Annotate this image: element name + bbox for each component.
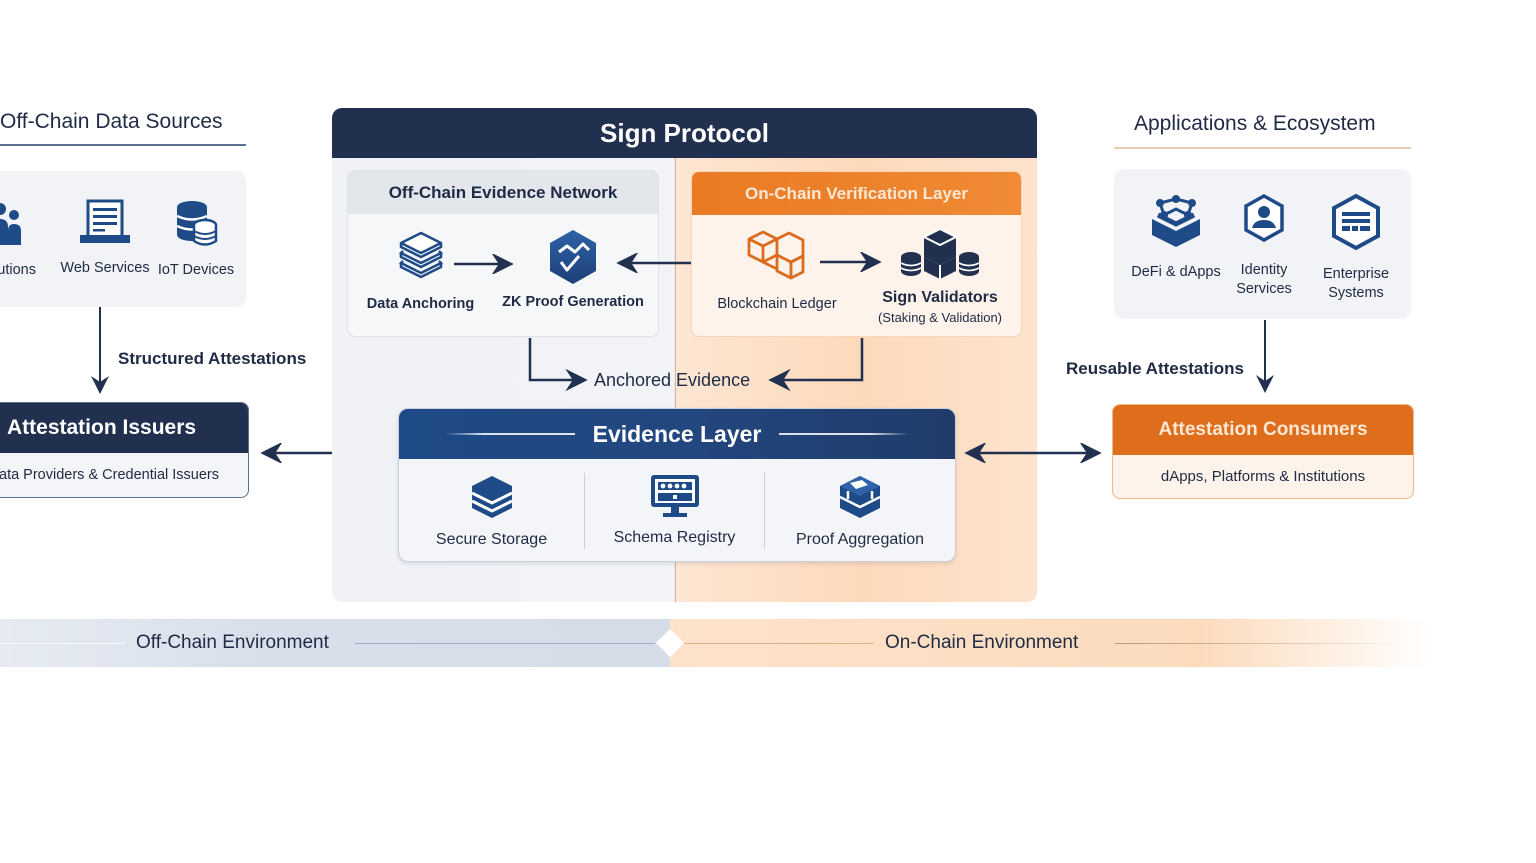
onchain-environment-label: On-Chain Environment — [885, 632, 1079, 653]
offchain-evidence-network[interactable]: Off-Chain Evidence Network Data Anchorin… — [347, 170, 659, 337]
blocks-icon — [747, 230, 805, 280]
offchain-sources-rule — [0, 144, 246, 146]
onchain-verification-layer[interactable]: On-Chain Verification Layer Blockchain L… — [691, 171, 1022, 337]
applications-panel: DeFi & dApps Identity Services Enterpris… — [1114, 169, 1411, 319]
attestation-issuers-subtitle: ata Providers & Credential Issuers — [0, 467, 220, 483]
attestation-consumers-subtitle: dApps, Platforms & Institutions — [1160, 468, 1366, 485]
attestation-issuers-title: Attestation Issuers — [0, 403, 248, 453]
stacked-layers-icon — [398, 231, 443, 279]
secure-storage-label: Secure Storage — [435, 531, 548, 548]
offchain-sources-panel: itutions Web Services IoT Devices — [0, 171, 246, 307]
structured-attestations-label: Structured Attestations — [118, 349, 307, 368]
evidence-title-rule-right — [779, 433, 910, 435]
schema-registry-label: Schema Registry — [613, 529, 736, 546]
offchain-band-rule-left — [0, 643, 125, 644]
source-label: IoT Devices — [157, 262, 235, 278]
enterprise-icon — [1332, 193, 1380, 251]
applications-title: Applications & Ecosystem — [1134, 112, 1376, 135]
onchain-environment-band: On-Chain Environment — [670, 619, 1430, 667]
evidence-title-rule-left — [444, 433, 575, 435]
attestation-consumers-title: Attestation Consumers — [1113, 405, 1413, 455]
attestation-issuers-card[interactable]: Attestation Issuers ata Providers & Cred… — [0, 402, 249, 498]
zk-proof-label: ZK Proof Generation — [502, 294, 644, 310]
anchoring-to-zk-arrow — [454, 254, 514, 274]
sign-validators-label: Sign Validators — [882, 289, 998, 306]
sign-validators-item[interactable]: Sign Validators (Staking & Validation) — [860, 227, 1020, 325]
app-identity[interactable]: Identity Services — [1226, 193, 1302, 299]
blockchain-ledger-label: Blockchain Ledger — [717, 296, 837, 312]
proof-aggregation-item[interactable]: Proof Aggregation — [765, 473, 955, 549]
data-anchoring-item[interactable]: Data Anchoring — [353, 230, 488, 312]
source-label: itutions — [0, 262, 36, 278]
offchain-band-rule-right — [355, 643, 655, 644]
offchain-environment-band: Off-Chain Environment — [0, 619, 670, 667]
aggregation-icon — [839, 476, 881, 518]
sign-validators-sublabel: (Staking & Validation) — [877, 310, 1003, 325]
offchain-network-title: Off-Chain Evidence Network — [348, 171, 658, 214]
proof-aggregation-label: Proof Aggregation — [795, 531, 925, 548]
attestation-consumers-card[interactable]: Attestation Consumers dApps, Platforms &… — [1112, 404, 1414, 499]
document-laptop-icon — [80, 199, 130, 243]
evidence-layer-card[interactable]: Evidence Layer Secure Storage — [398, 408, 956, 562]
reusable-attestations-arrow — [1256, 320, 1274, 393]
defi-icon — [1152, 195, 1200, 247]
evidence-consumers-arrow — [964, 443, 1102, 463]
validators-icon — [900, 227, 980, 279]
applications-rule — [1114, 147, 1411, 149]
sign-protocol-container: Sign Protocol Off-Chain Evidence Network… — [332, 108, 1037, 602]
storage-icon — [470, 476, 513, 518]
onchain-layer-title: On-Chain Verification Layer — [692, 172, 1021, 215]
structured-attestations-arrow — [91, 307, 109, 394]
identity-icon — [1244, 193, 1284, 243]
environment-divider — [675, 158, 676, 602]
source-web-services[interactable]: Web Services — [60, 199, 150, 278]
evidence-layer-title: Evidence Layer — [592, 420, 762, 447]
offchain-sources-title: Off-Chain Data Sources — [0, 110, 223, 133]
app-label-line2: Systems — [1328, 285, 1384, 301]
blockchain-ledger-item[interactable]: Blockchain Ledger — [702, 228, 852, 312]
source-label: Web Services — [60, 260, 150, 276]
source-iot-devices[interactable]: IoT Devices — [156, 199, 236, 280]
app-label: DeFi & dApps — [1131, 264, 1221, 280]
app-label-line1: Identity — [1240, 262, 1288, 278]
monitor-icon — [650, 475, 699, 517]
ledger-to-validators-arrow — [820, 252, 882, 272]
schema-registry-item[interactable]: Schema Registry — [585, 473, 765, 549]
onchain-band-rule-left — [684, 643, 874, 644]
anchored-evidence-label: Anchored Evidence — [594, 370, 751, 390]
anchored-evidence-connectors — [528, 338, 864, 392]
reusable-attestations-label: Reusable Attestations — [1066, 359, 1244, 378]
zk-proof-item[interactable]: ZK Proof Generation — [498, 228, 648, 310]
offchain-environment-label: Off-Chain Environment — [136, 632, 329, 653]
database-icon — [176, 201, 218, 246]
onchain-band-rule-right — [1115, 643, 1415, 644]
people-icon — [0, 203, 21, 245]
app-defi[interactable]: DeFi & dApps — [1124, 193, 1228, 282]
secure-storage-item[interactable]: Secure Storage — [399, 473, 585, 549]
zk-proof-hexagon-icon — [550, 230, 596, 284]
app-label-line1: Enterprise — [1322, 266, 1390, 282]
data-anchoring-label: Data Anchoring — [366, 296, 475, 312]
app-enterprise[interactable]: Enterprise Systems — [1310, 193, 1402, 303]
app-label-line2: Services — [1236, 281, 1292, 297]
sign-protocol-title: Sign Protocol — [332, 108, 1037, 158]
